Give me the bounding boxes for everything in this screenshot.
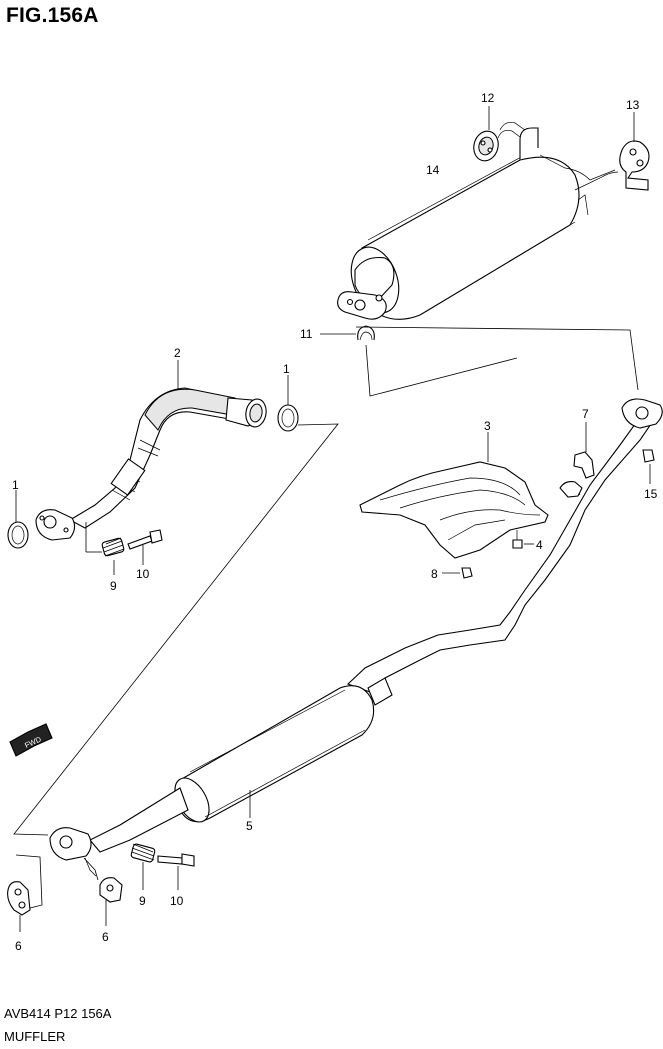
callout-3: 3 xyxy=(484,419,491,433)
callout-7: 7 xyxy=(582,407,589,421)
callout-8: 8 xyxy=(431,567,438,581)
figure-name: MUFFLER xyxy=(4,1029,66,1044)
rubber-hanger-part-6-left[interactable] xyxy=(7,881,31,916)
callout-6-right: 6 xyxy=(102,930,109,944)
nut-part-8[interactable] xyxy=(461,567,473,579)
callout-11: 11 xyxy=(300,327,313,341)
rubber-hanger-part-12[interactable] xyxy=(471,128,502,163)
rubber-hanger-part-6-right[interactable] xyxy=(99,877,123,903)
gasket-part-11[interactable] xyxy=(357,325,375,341)
gasket-part-1-left[interactable] xyxy=(7,521,29,549)
bracket-part-7[interactable] xyxy=(559,451,595,498)
rubber-hanger-part-13[interactable] xyxy=(619,140,650,191)
callout-2: 2 xyxy=(174,346,181,360)
bolt-part-10-lower[interactable] xyxy=(157,853,195,867)
callout-13: 13 xyxy=(626,98,640,112)
spring-part-9-upper[interactable] xyxy=(101,537,125,557)
bolt-part-10-upper[interactable] xyxy=(127,529,163,550)
figure-title: FIG.156A xyxy=(6,4,99,27)
callout-10-upper: 10 xyxy=(136,567,150,581)
callout-1-left: 1 xyxy=(12,478,19,492)
nut-part-15[interactable] xyxy=(642,449,655,463)
rear-muffler-part-14[interactable] xyxy=(337,121,619,320)
callout-6-left: 6 xyxy=(15,939,22,953)
callout-9-upper: 9 xyxy=(110,579,117,593)
spring-part-9-lower[interactable] xyxy=(130,843,156,863)
heat-shield-part-3[interactable] xyxy=(359,461,549,559)
bolt-part-4[interactable] xyxy=(512,530,523,549)
callout-14: 14 xyxy=(426,163,440,177)
callout-4: 4 xyxy=(536,538,543,552)
callout-5: 5 xyxy=(246,819,253,833)
front-exhaust-pipe-part-2[interactable] xyxy=(35,387,268,541)
callout-15: 15 xyxy=(644,487,658,501)
figure-code: AVB414 P12 156A xyxy=(4,1006,112,1021)
callout-9-lower: 9 xyxy=(139,894,146,908)
forward-direction-badge: FWD xyxy=(9,723,53,757)
callout-1-right: 1 xyxy=(283,362,290,376)
gasket-part-1-right[interactable] xyxy=(277,404,299,432)
center-pipe-muffler-part-5[interactable] xyxy=(49,398,663,877)
callout-10-lower: 10 xyxy=(170,894,184,908)
callout-12: 12 xyxy=(481,91,495,105)
